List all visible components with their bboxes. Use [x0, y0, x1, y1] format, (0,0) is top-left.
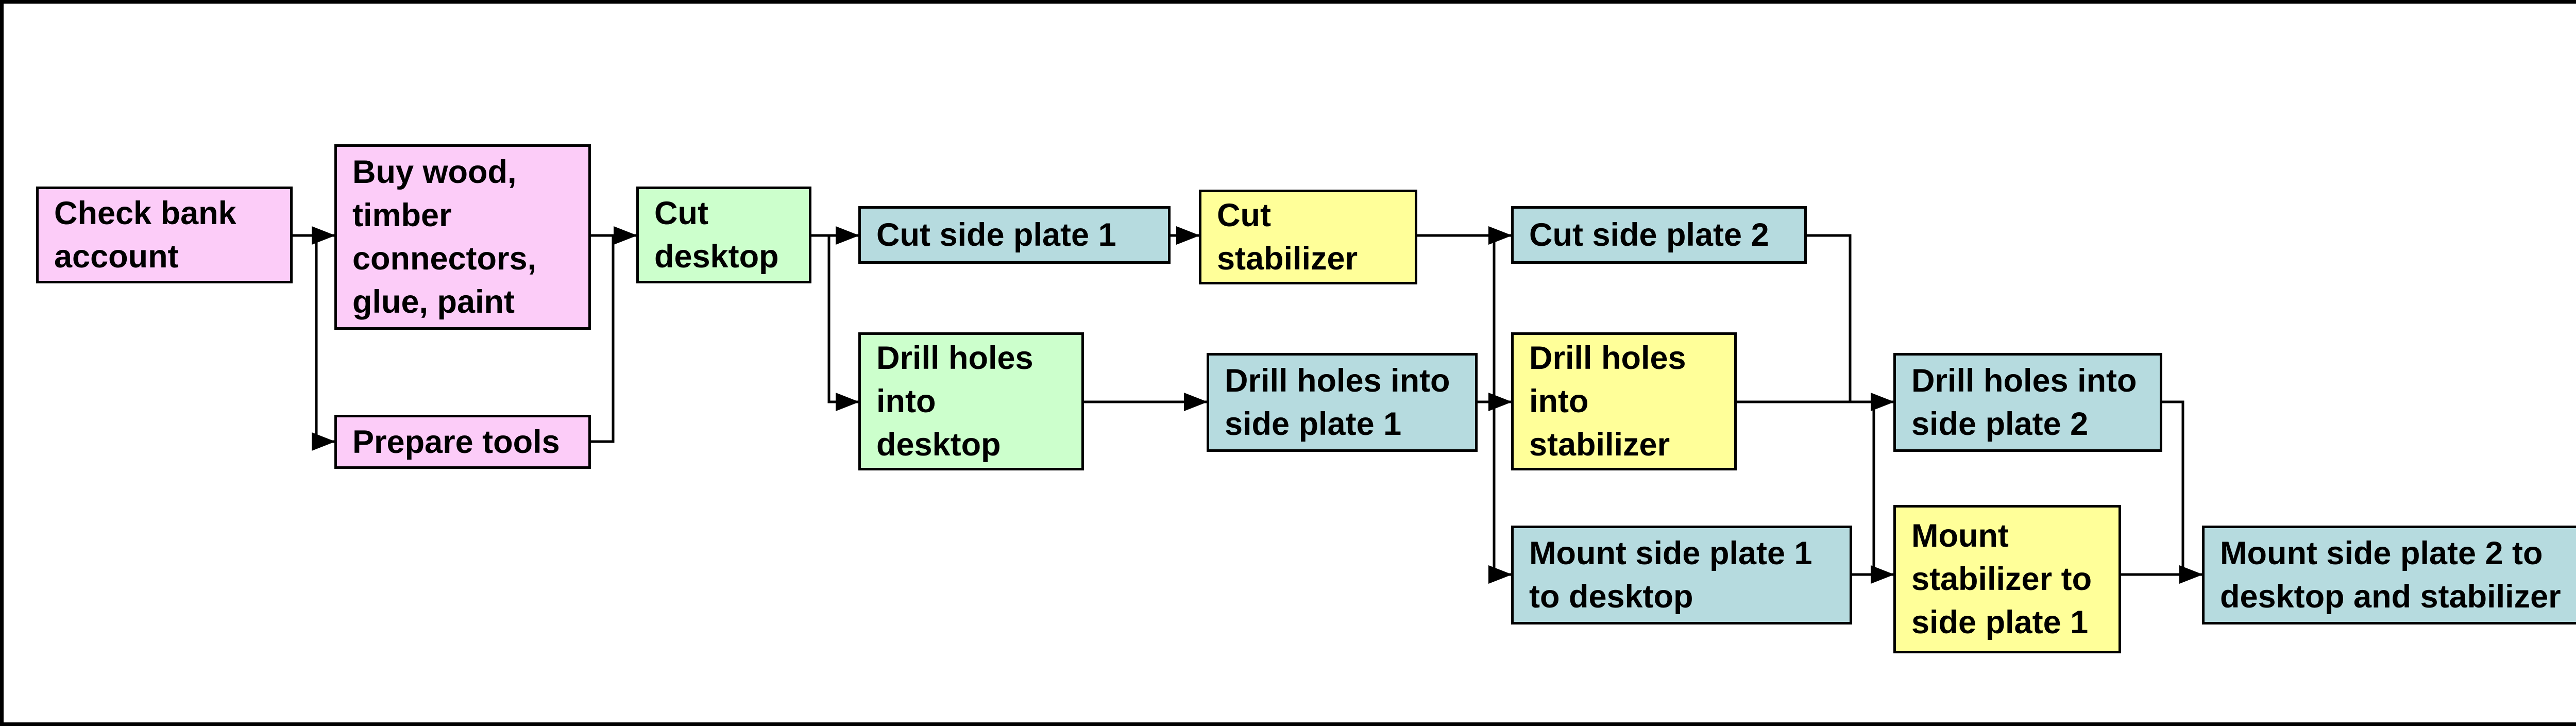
edge-group: [293, 226, 2203, 584]
node-mount-side-plate-1: Mount side plate 1 to desktop: [1511, 526, 1852, 624]
node-drill-holes-side-plate-2: Drill holes into side plate 2: [1893, 353, 2162, 452]
node-cut-stabilizer: Cut stabilizer: [1199, 190, 1417, 284]
node-drill-holes-stabilizer: Drill holes into stabilizer: [1511, 332, 1737, 470]
node-mount-stabilizer: Mount stabilizer to side plate 1: [1893, 505, 2121, 653]
edge-prepare-tools-to-cut-desktop: [591, 235, 615, 443]
node-check-bank-account: Check bank account: [36, 187, 293, 283]
edge-check-bank-account-to-prepare-tools: [312, 235, 335, 451]
node-cut-side-plate-2: Cut side plate 2: [1511, 206, 1807, 264]
edge-drill-holes-side-plate-2-to-mount-side-plate-2: [2162, 400, 2184, 575]
node-cut-desktop: Cut desktop: [636, 187, 811, 283]
node-mount-side-plate-2: Mount side plate 2 to desktop and stabil…: [2202, 526, 2576, 624]
node-prepare-tools: Prepare tools: [334, 415, 591, 469]
edge-cut-desktop-to-drill-holes-desktop: [827, 235, 859, 411]
node-buy-materials: Buy wood, timber connectors, glue, paint: [334, 144, 591, 330]
node-drill-holes-desktop: Drill holes into desktop: [858, 332, 1084, 470]
node-cut-side-plate-1: Cut side plate 1: [858, 206, 1171, 264]
edge-cut-side-plate-2-to-drill-holes-side-plate-2: [1807, 234, 1852, 402]
edge-cut-stabilizer-to-mount-side-plate-1: [1488, 235, 1512, 584]
node-drill-holes-side-plate-1: Drill holes into side plate 1: [1207, 353, 1478, 452]
